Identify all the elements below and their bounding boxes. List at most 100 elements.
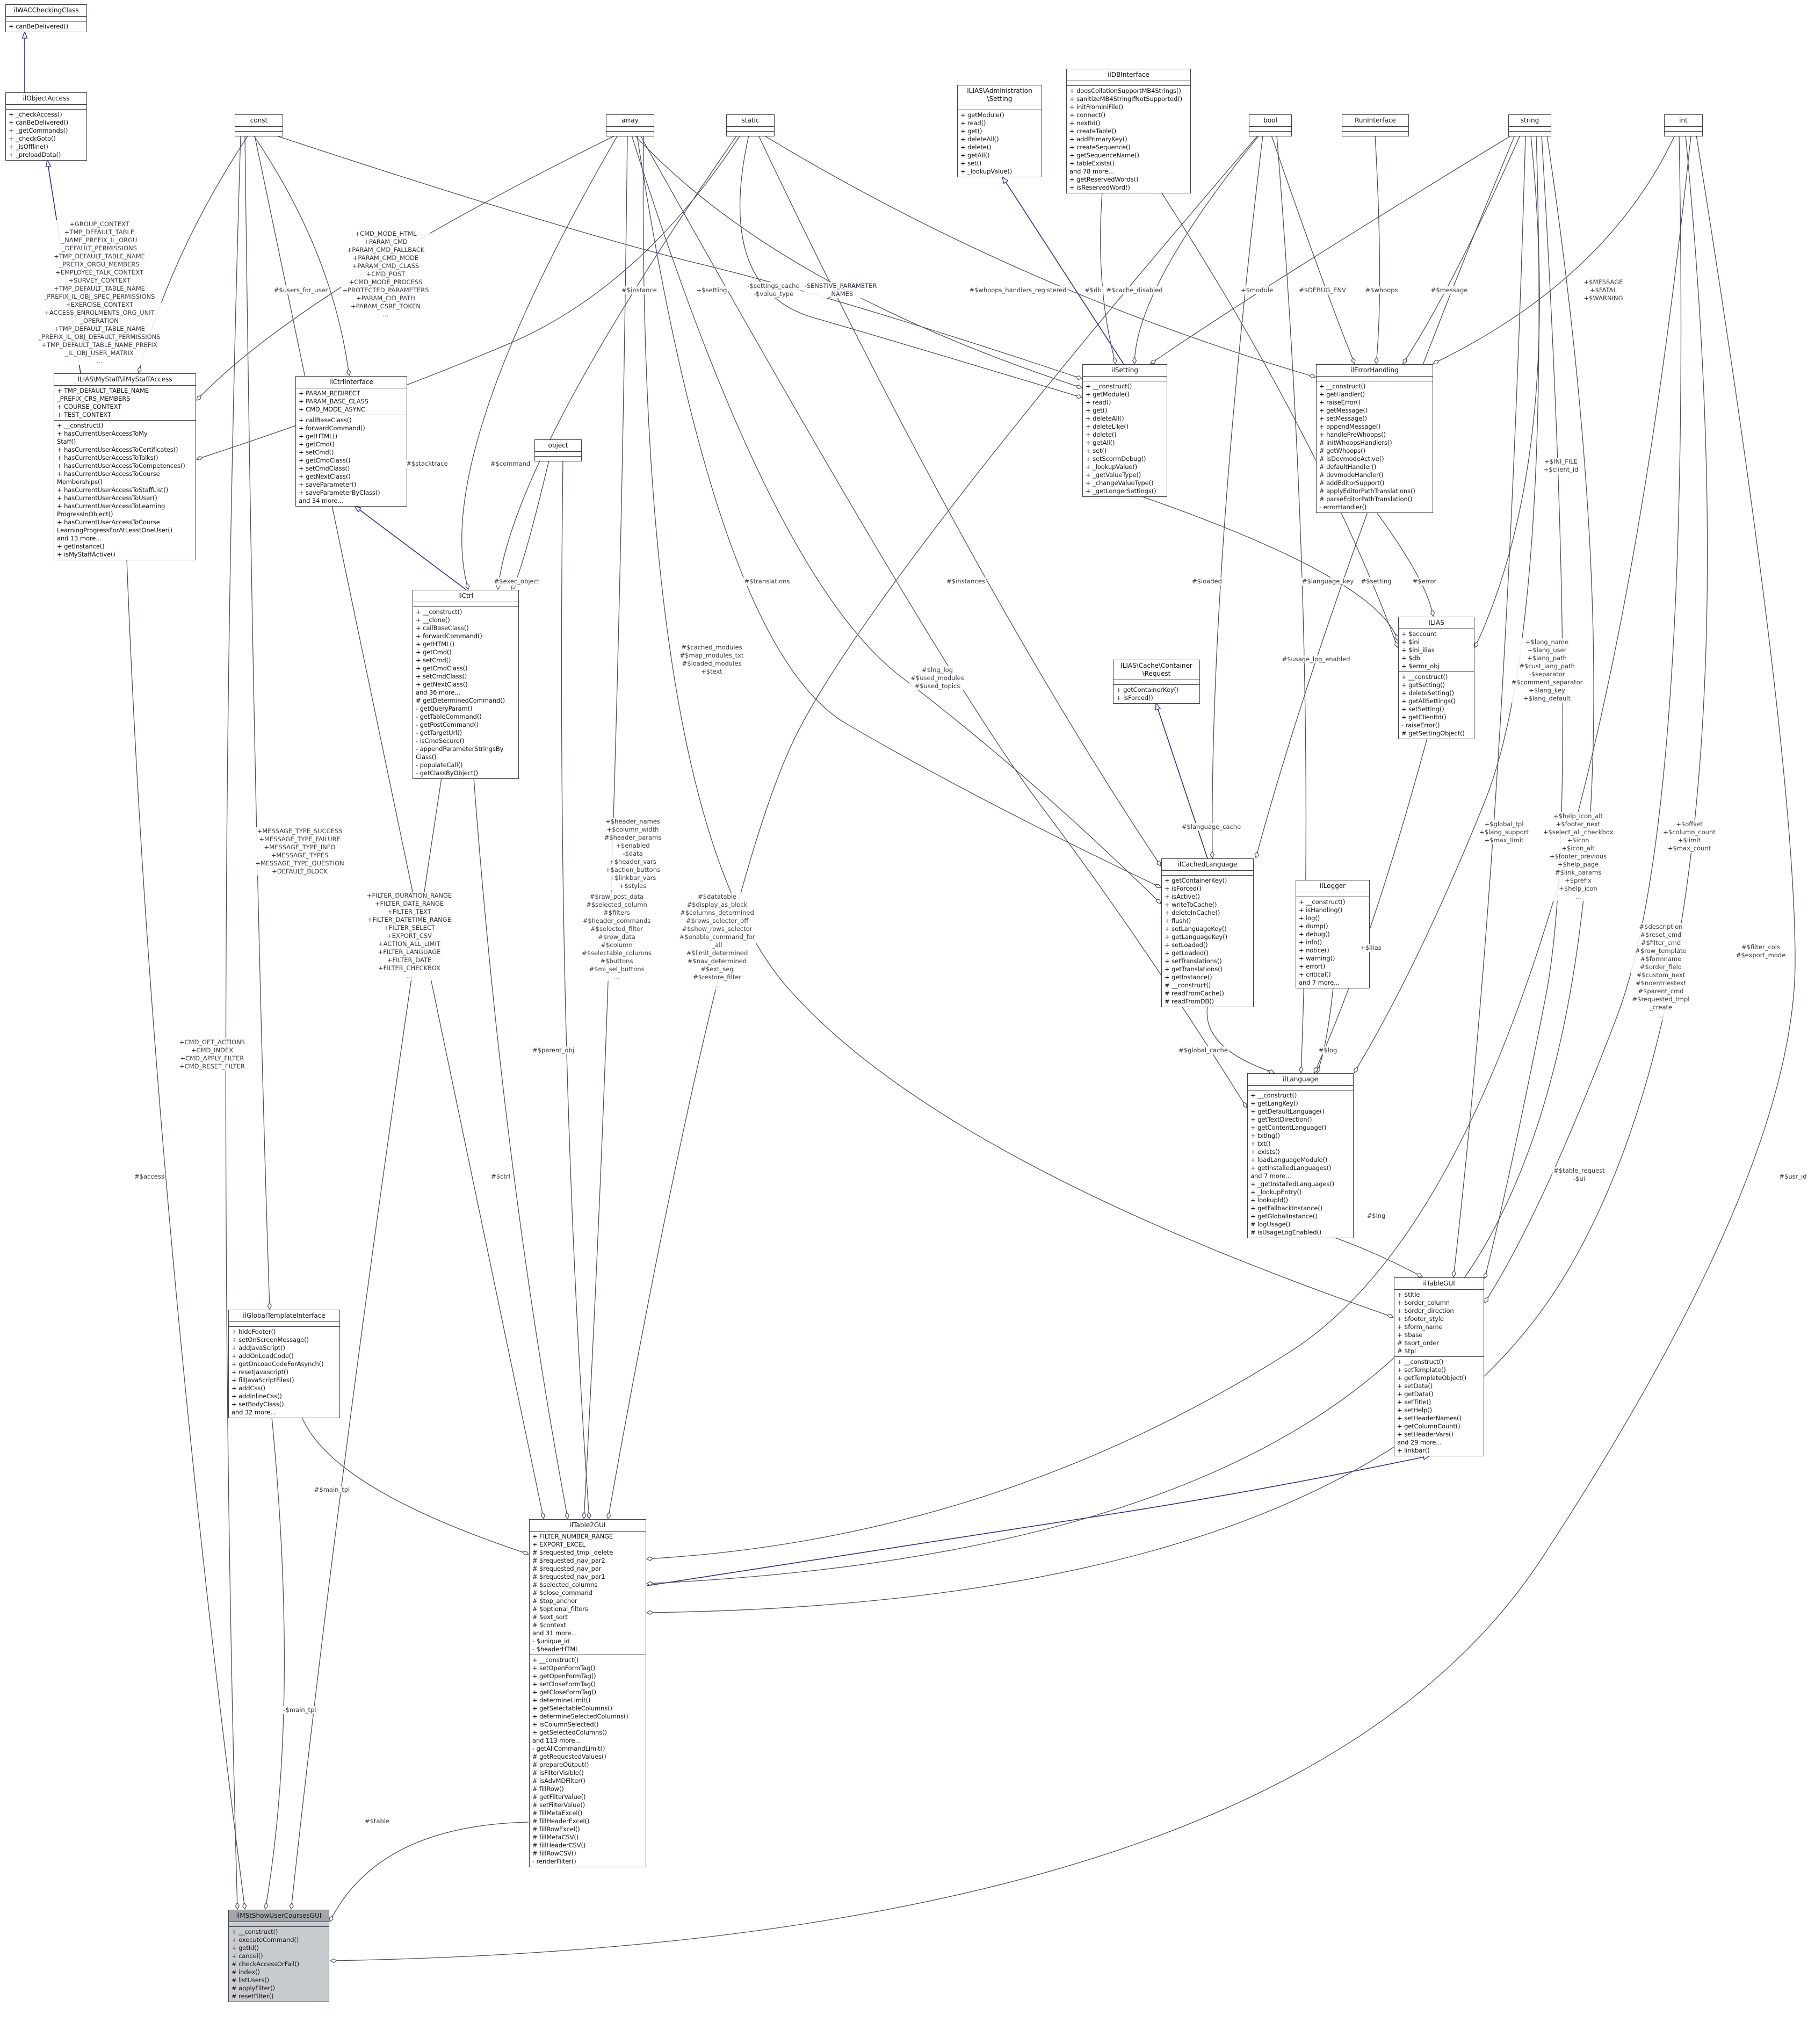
class-box-ilObjectAccess[interactable]: ilObjectAccess+ _checkAccess()+ canBeDel…	[5, 92, 87, 161]
edge-usage	[225, 135, 241, 1909]
class-methods	[235, 131, 283, 136]
class-box-ilMStShowUserCoursesGUI[interactable]: ilMStShowUserCoursesGUI+ __construct()+ …	[228, 1910, 329, 2002]
member-line: + forwardCommand()	[299, 424, 365, 432]
class-box-ILIAS_MyStaff_ilMyStaffAccess[interactable]: ILIAS\MyStaff\ilMyStaffAccess+ TMP_DEFAU…	[54, 373, 196, 560]
member-line: + setHeaderNames()	[1397, 1414, 1462, 1422]
member-line: + getOnLoadCodeForAsynch()	[232, 1360, 324, 1368]
member-line: + getAllSettings()	[1401, 697, 1456, 705]
member-line: - getAllCommandLimit()	[532, 1745, 605, 1752]
member-line: # parseEditorPathTranslation()	[1319, 495, 1413, 503]
class-box-ilSetting[interactable]: ilSetting+ __construct()+ getModule()+ r…	[1082, 364, 1167, 497]
class-box-ILIAS_Administration_Setting[interactable]: ILIAS\Administration\Setting+ getModule(…	[957, 85, 1042, 177]
member-line: + setSetting()	[1401, 705, 1444, 713]
edge-label: #$log	[1317, 1046, 1339, 1054]
member-line: + getMessage()	[1319, 407, 1368, 414]
class-attributes: + $account+ $ini+ $ini_ilias+ $db+ $erro…	[1399, 629, 1474, 671]
member-line: + $error_obj	[1401, 662, 1440, 670]
member-line: + PARAM_REDIRECT	[299, 389, 360, 397]
class-box-ilErrorHandling[interactable]: ilErrorHandling+ __construct()+ getHandl…	[1316, 364, 1433, 513]
member-line: + $footer_style	[1397, 1315, 1444, 1323]
member-line: + hasCurrentUserAccessToCompetences()	[57, 462, 185, 470]
member-line: Class()	[416, 753, 437, 761]
edge-label: #$translations	[743, 577, 791, 586]
edge-label: #$usage_log_enabled	[1281, 655, 1351, 663]
member-line: + _isOffline()	[9, 143, 48, 150]
class-box-ilDBInterface[interactable]: ilDBInterface+ doesCollationSupportMB4St…	[1066, 69, 1191, 193]
edge-label: +MESSAGE_TYPE_SUCCESS+MESSAGE_TYPE_FAILU…	[254, 827, 345, 876]
class-attributes	[229, 1922, 329, 1926]
class-box-bool[interactable]: bool	[1249, 114, 1292, 136]
class-box-object[interactable]: object	[534, 439, 582, 461]
edge-usage	[1271, 135, 1355, 364]
class-box-ilLanguage[interactable]: ilLanguage+ __construct()+ getLangKey()+…	[1247, 1073, 1354, 1238]
member-line: # $selected_columns	[532, 1581, 598, 1588]
class-box-ilCachedLanguage[interactable]: ilCachedLanguage+ getContainerKey()+ isF…	[1161, 858, 1254, 1007]
class-box-ILIAS_Cache_Container_Request[interactable]: ILIAS\Cache\Container\Request+ getContai…	[1113, 660, 1200, 704]
member-line: # getRequestedValues()	[532, 1753, 606, 1760]
member-line: # $optional_filters	[532, 1605, 588, 1613]
class-box-static[interactable]: static	[726, 114, 775, 136]
class-box-ilCtrlInterface[interactable]: ilCtrlInterface+ PARAM_REDIRECT+ PARAM_B…	[295, 376, 407, 507]
member-line: + getCmd()	[416, 648, 452, 656]
edge-usage	[637, 135, 1161, 887]
class-box-const[interactable]: const	[235, 114, 283, 136]
class-attributes	[1296, 892, 1369, 897]
member-line: + $order_direction	[1397, 1307, 1454, 1314]
member-line: + setHelp()	[1397, 1406, 1432, 1414]
edge-label: #$cache_disabled	[1105, 286, 1164, 294]
member-line: + getHTML()	[299, 432, 338, 440]
class-box-RunInterface[interactable]: RunInterface	[1342, 114, 1409, 136]
class-attributes	[6, 16, 86, 21]
class-box-ilGlobalTemplateInterface[interactable]: ilGlobalTemplateInterface+ hideFooter()+…	[228, 1310, 340, 1418]
member-line: # $requested_nav_par1	[532, 1573, 605, 1580]
member-line: + __construct()	[1299, 898, 1346, 906]
class-methods	[1665, 131, 1702, 136]
member-line: + getDefaultLanguage()	[1250, 1108, 1325, 1115]
class-box-ilLogger[interactable]: ilLogger+ __construct()+ isHandling()+ l…	[1296, 880, 1370, 988]
class-box-ilCtrl[interactable]: ilCtrl+ __construct()+ __clone()+ callBa…	[413, 590, 519, 779]
member-line: + setTitle()	[1397, 1398, 1431, 1406]
edge-usage	[1134, 135, 1260, 364]
edge-usage	[642, 135, 1393, 1317]
member-line: + _changeValueType()	[1086, 479, 1154, 487]
edge-label: +GROUP_CONTEXT+TMP_DEFAULT_TABLE_NAME_PR…	[37, 220, 162, 365]
member-line: + getSequenceName()	[1069, 151, 1139, 159]
class-box-ilWACCheckingClass[interactable]: ilWACCheckingClass+ canBeDelivered()	[5, 4, 87, 32]
member-line: - getPostCommand()	[416, 721, 479, 728]
member-line: + getFallbackInstance()	[1250, 1204, 1323, 1212]
class-box-ILIAS[interactable]: ILIAS+ $account+ $ini+ $ini_ilias+ $db+ …	[1398, 617, 1474, 739]
member-line: + doesCollationSupportMB4Strings()	[1069, 87, 1181, 95]
member-line: + log()	[1299, 914, 1320, 922]
class-box-int[interactable]: int	[1664, 114, 1703, 136]
member-line: + getAll()	[960, 151, 990, 159]
class-attributes: + PARAM_REDIRECT+ PARAM_BASE_CLASS+ CMD_…	[296, 388, 407, 415]
member-line: + getTranslations()	[1165, 965, 1223, 973]
member-line: + getReservedWords()	[1069, 176, 1139, 183]
member-line: + warning()	[1299, 955, 1335, 962]
class-box-string[interactable]: string	[1508, 114, 1551, 136]
class-title: int	[1679, 117, 1688, 124]
class-box-array[interactable]: array	[606, 114, 654, 136]
class-box-ilTable2GUI[interactable]: ilTable2GUI+ FILTER_NUMBER_RANGE+ EXPORT…	[529, 1519, 646, 1867]
class-methods: + __construct()+ setTemplate()+ getTempl…	[1394, 1356, 1484, 1456]
member-line: + setTemplate()	[1397, 1366, 1446, 1374]
member-line: + getLoaded()	[1165, 949, 1209, 957]
edge-usage	[631, 135, 1161, 904]
class-box-ilTableGUI[interactable]: ilTableGUI+ $title+ $order_column+ $orde…	[1394, 1277, 1484, 1456]
member-line: + PARAM_BASE_CLASS	[299, 398, 368, 405]
member-line: - appendParameterStringsBy	[416, 745, 504, 753]
class-attributes	[1083, 376, 1167, 381]
member-line: + deleteSetting()	[1401, 689, 1454, 697]
member-line: # readFromDB()	[1165, 998, 1214, 1005]
member-line: # prepareOutput()	[532, 1761, 589, 1768]
edge-label: #$datatable#$display_as_block#$columns_d…	[678, 893, 756, 990]
member-line: + addJavaScript()	[232, 1344, 285, 1352]
member-line: + hasCurrentUserAccessToCourse	[57, 470, 160, 478]
member-line: # fillMetaCSV()	[532, 1833, 579, 1841]
member-line: + _getInstalledLanguages()	[1250, 1180, 1335, 1188]
member-line: # logUsage()	[1250, 1220, 1291, 1228]
member-line: + getHandler()	[1319, 391, 1365, 398]
member-line: # $requested_nav_par	[532, 1565, 602, 1572]
class-attributes	[229, 1321, 339, 1326]
member-line: + getLanguageKey()	[1165, 933, 1227, 941]
